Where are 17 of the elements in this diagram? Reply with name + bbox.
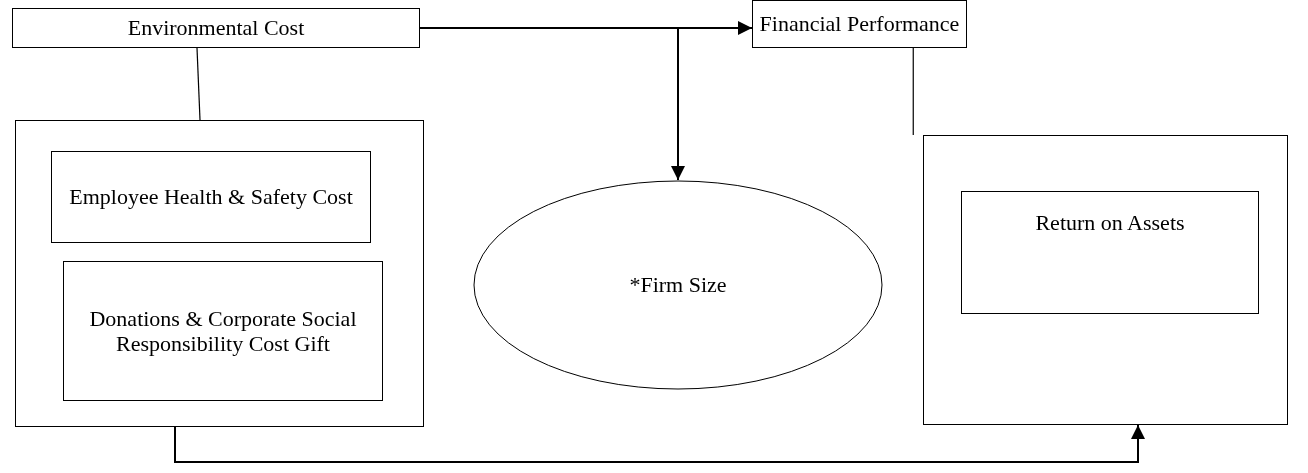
arrow [174,424,1145,463]
text-box [51,151,371,243]
connector-line [912,47,914,136]
group-box [923,135,1288,425]
connector-line [196,47,201,121]
text-box [752,0,967,48]
text-box [961,191,1259,314]
node-label: Donations & Corporate Social Responsibility Cost Gift [88,305,358,357]
text-box [12,8,420,48]
node-label: Financial Performance [759,11,960,37]
node-label: Return on Assets [1035,210,1185,236]
group-box [15,120,424,427]
node-label: *Firm Size [629,272,727,298]
node-label: Environmental Cost [127,15,305,41]
text-box [63,261,383,401]
node-label: Employee Health & Safety Cost [69,184,353,210]
ellipse-node [473,180,883,390]
